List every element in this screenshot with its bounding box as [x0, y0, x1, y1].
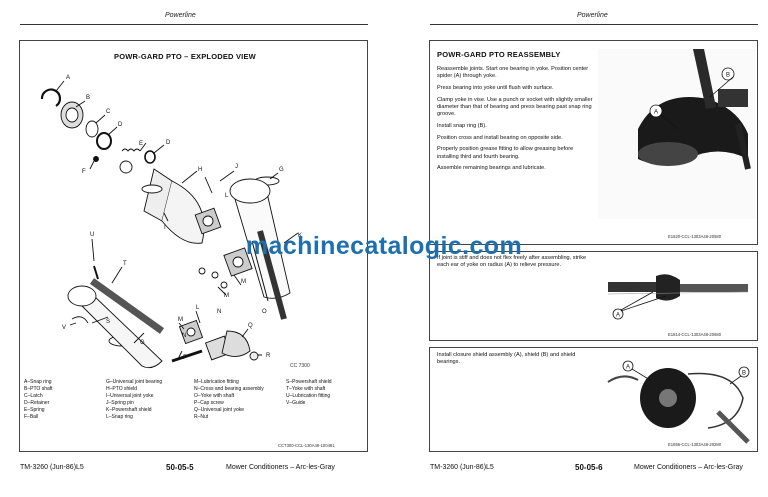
legend-item: M–Lubrication fitting [194, 379, 239, 385]
svg-text:M: M [241, 279, 246, 285]
svg-text:M: M [178, 317, 183, 323]
legend-item: U–Lubrication fitting [286, 393, 331, 399]
svg-text:G: G [140, 340, 145, 346]
photo-label-b: B [742, 371, 746, 377]
svg-text:E: E [139, 141, 143, 147]
photo-label-a: A [654, 110, 658, 116]
exploded-view-illustration: A B C D E D F H J G K I L U T S V G M L [40, 75, 302, 369]
legend-column-1: A–Snap ring B–PTO shaft C–Latch D–Retain… [24, 379, 53, 421]
left-page: Powerline POWR-GARD PTO – EXPLODED VIEW [19, 12, 368, 472]
svg-text:R: R [266, 353, 271, 359]
svg-text:L: L [196, 305, 200, 311]
stiff-joint-note: If joint is stiff and does not flex free… [437, 255, 587, 269]
legend-item: E–Spring [24, 407, 45, 413]
header-rule [20, 24, 368, 25]
footer-doc-id: TM-3260 (Jun-86)L5 [20, 464, 84, 471]
exploded-view-figure: POWR-GARD PTO – EXPLODED VIEW [19, 40, 368, 452]
svg-text:B: B [86, 95, 90, 101]
legend-item: B–PTO shaft [24, 386, 53, 392]
legend-item: A–Snap ring [24, 379, 52, 385]
figure-code: CC 7300 [290, 363, 310, 369]
reassembly-steps: Reassemble joints. Start one bearing in … [437, 66, 595, 177]
legend-item: T–Yoke with shaft [286, 386, 326, 392]
stiff-joint-photo: A [598, 256, 756, 332]
closure-note: Install closure shield assembly (A), shi… [437, 352, 576, 366]
right-page: Powerline POWR-GARD PTO REASSEMBLY Reass… [384, 0, 768, 497]
legend-item: K–Powershaft shield [106, 407, 152, 413]
svg-text:K: K [298, 233, 302, 239]
legend-item: D–Retainer [24, 400, 50, 406]
photo-label-b: B [726, 73, 730, 79]
svg-text:M: M [224, 293, 229, 299]
photo-reference: E1814-CCL-1303A48-20680 [668, 332, 722, 337]
section-title: POWR-GARD PTO REASSEMBLY [437, 50, 561, 59]
step-text: Install snap ring (B). [437, 123, 487, 129]
page-number: 50-05-5 [166, 463, 194, 472]
legend-item: G–Universal joint bearing [106, 379, 163, 385]
legend-item: V–Guide [286, 400, 306, 406]
svg-text:C: C [106, 109, 111, 115]
closure-shield-photo: A B [598, 352, 756, 444]
legend-item: L–Snap ring [106, 414, 133, 420]
svg-text:N: N [182, 333, 186, 339]
photo-label-a: A [616, 313, 620, 319]
footer-title: Mower Conditioners – Arc-les-Gray [226, 464, 335, 471]
svg-text:S: S [106, 319, 110, 325]
photo-reference: E1820-CCL-1303A48-20580 [668, 234, 722, 239]
svg-text:O: O [262, 309, 267, 315]
legend-item: N–Cross and bearing assembly [194, 386, 264, 392]
step-text: Assemble remaining bearings and lubricat… [437, 165, 546, 172]
step-text: Press bearing into yoke until flush with… [437, 85, 554, 91]
photo-label-a: A [626, 365, 630, 371]
stiff-joint-section: If joint is stiff and does not flex free… [429, 251, 758, 341]
reassembly-photo: B A [598, 49, 756, 219]
page-number: 50-05-6 [575, 463, 603, 472]
svg-text:D: D [118, 122, 123, 128]
legend-item: P–Cap screw [194, 400, 224, 406]
step-text: Reassemble joints. Start one bearing in … [437, 66, 589, 80]
svg-text:N: N [217, 309, 221, 315]
legend-column-3: M–Lubrication fitting N–Cross and bearin… [194, 379, 264, 421]
reassembly-section: POWR-GARD PTO REASSEMBLY Reassemble join… [429, 40, 758, 245]
figure-title: POWR-GARD PTO – EXPLODED VIEW [114, 52, 256, 61]
svg-text:G: G [279, 167, 284, 173]
figure-reference: CCT300-CCL-130A48-100481 [278, 443, 335, 448]
svg-text:F: F [82, 169, 86, 175]
legend-item: F–Ball [24, 414, 39, 420]
svg-text:J: J [235, 164, 238, 170]
legend-column-4: S–Powershaft shield T–Yoke with shaft U–… [286, 379, 332, 407]
legend-item: Q–Universal joint yoke [194, 407, 245, 413]
step-text: Properly position grease fitting to allo… [437, 146, 574, 160]
figure-legend: A–Snap ring B–PTO shaft C–Latch D–Retain… [24, 379, 364, 425]
footer-doc-id: TM-3260 (Jun-86)L5 [430, 464, 494, 471]
svg-text:D: D [166, 140, 171, 146]
svg-text:H: H [198, 167, 202, 173]
svg-text:P: P [183, 355, 187, 361]
legend-item: O–Yoke with shaft [194, 393, 235, 399]
legend-item: I–Universal joint yoke [106, 393, 154, 399]
legend-item: H–PTO shield [106, 386, 138, 392]
legend-item: J–Spring pin [106, 400, 134, 406]
header-rule [430, 24, 758, 25]
photo-reference: E1856-CCL-1303A48-20280 [668, 442, 722, 447]
watermark: machinecatalogic.com [245, 232, 523, 260]
footer-title: Mower Conditioners – Arc-les-Gray [634, 464, 743, 471]
step-text: Clamp yoke in vise. Use a punch or socke… [437, 96, 593, 118]
legend-column-2: G–Universal joint bearing H–PTO shield I… [106, 379, 162, 421]
svg-text:A: A [66, 75, 70, 81]
step-text: Position cross and install bearing on op… [437, 134, 563, 141]
page-header: Powerline [165, 12, 196, 19]
svg-text:Q: Q [248, 323, 253, 329]
svg-text:T: T [123, 261, 127, 267]
legend-item: R–Nut [194, 414, 209, 420]
svg-text:U: U [90, 232, 94, 238]
page-header: Powerline [577, 12, 608, 19]
legend-item: S–Powershaft shield [286, 379, 332, 385]
svg-text:L: L [225, 193, 229, 199]
closure-shield-section: Install closure shield assembly (A), shi… [429, 347, 758, 452]
svg-text:I: I [164, 225, 166, 231]
legend-item: C–Latch [24, 393, 43, 399]
svg-text:V: V [62, 325, 66, 331]
